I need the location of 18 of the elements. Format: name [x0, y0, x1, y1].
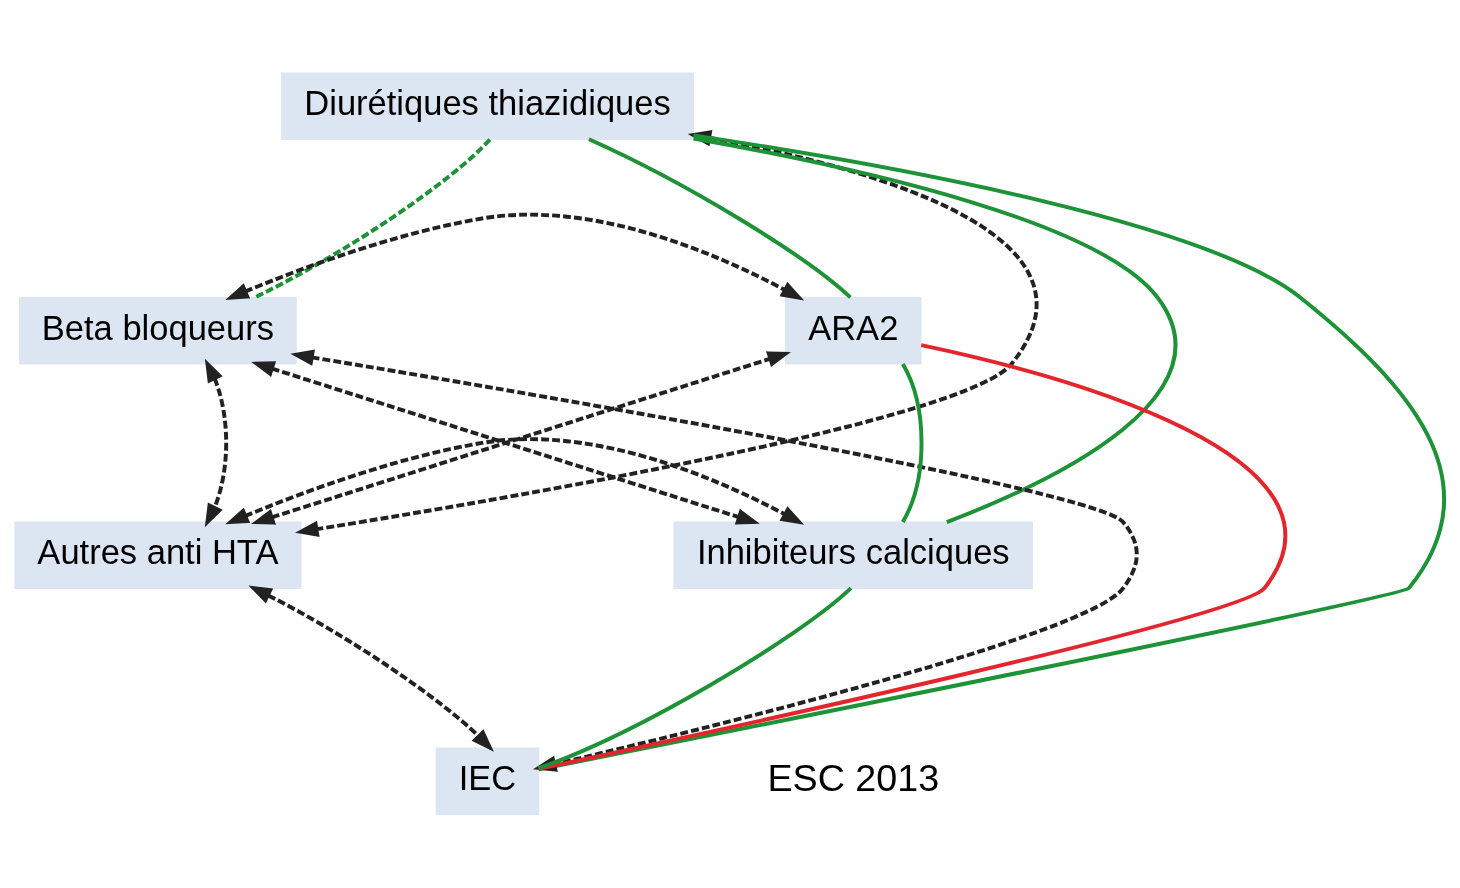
- arrow: [225, 212, 805, 300]
- node-box: Beta bloqueurs: [19, 296, 297, 364]
- node-box: Inhibiteurs calciques: [673, 520, 1033, 589]
- node-box: ARA2: [784, 296, 922, 364]
- connector: [538, 132, 1446, 771]
- connector: [253, 137, 492, 299]
- label: ESC 2013: [767, 756, 940, 799]
- connector: [588, 137, 852, 299]
- node-box: Diurétiques thiazidiques: [281, 72, 694, 140]
- arrow: [248, 585, 494, 752]
- arrow: [204, 358, 229, 527]
- connector: [901, 362, 924, 523]
- connector: [693, 136, 1177, 524]
- node-box: IEC: [435, 746, 540, 815]
- node-box: Autres anti HTA: [14, 520, 302, 589]
- arrow: [225, 436, 805, 525]
- connector: [538, 342, 1286, 771]
- connector: [537, 586, 853, 770]
